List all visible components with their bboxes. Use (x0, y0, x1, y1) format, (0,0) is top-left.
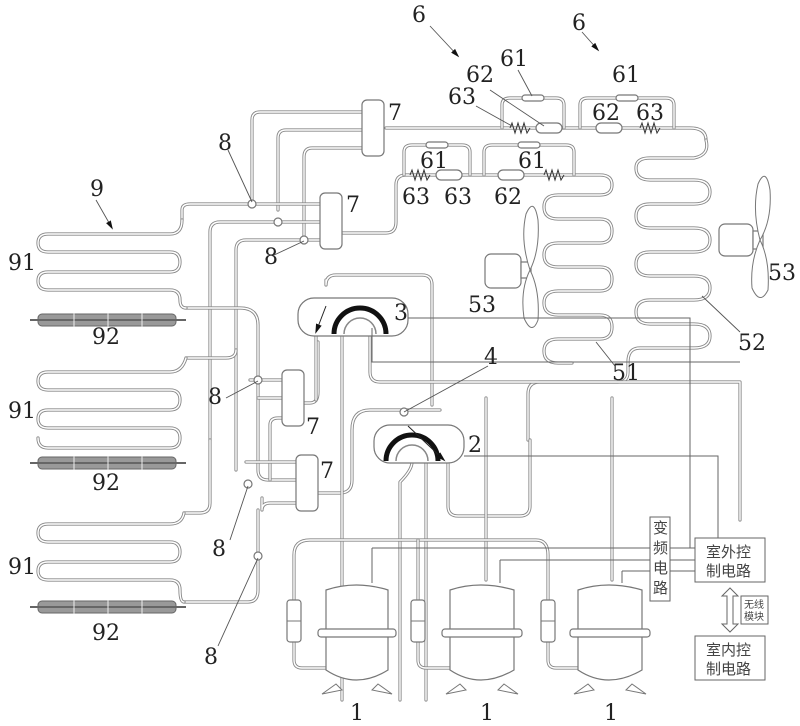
svg-text:91: 91 (8, 251, 36, 276)
svg-text:制电路: 制电路 (706, 660, 751, 678)
svg-text:91: 91 (8, 555, 36, 580)
accumulators (286, 599, 556, 643)
inverter-circuit-block: 变 频 电 路 (649, 516, 671, 602)
control-wires (371, 317, 740, 583)
svg-text:4: 4 (484, 345, 498, 370)
svg-text:7: 7 (320, 459, 334, 484)
valve-pipes (314, 273, 742, 702)
svg-text:91: 91 (8, 399, 36, 424)
svg-text:6: 6 (572, 11, 586, 36)
svg-text:63: 63 (444, 185, 472, 210)
evaporator-coils-91 (36, 218, 188, 604)
indoor-control-block: 室内控 制电路 (694, 635, 766, 681)
wireless-module: 无线 模块 (720, 587, 769, 633)
svg-text:变: 变 (653, 519, 668, 537)
svg-text:2: 2 (468, 433, 482, 458)
svg-text:92: 92 (92, 621, 120, 646)
svg-text:53: 53 (768, 261, 796, 286)
svg-text:制电路: 制电路 (706, 562, 751, 580)
distributor-7 (281, 99, 385, 512)
svg-text:61: 61 (420, 149, 448, 174)
svg-text:92: 92 (92, 325, 120, 350)
svg-text:7: 7 (346, 193, 360, 218)
outdoor-control-block: 室外控 制电路 (694, 537, 766, 583)
svg-text:7: 7 (388, 101, 402, 126)
svg-text:62: 62 (466, 63, 494, 88)
fan-53-left (484, 205, 539, 328)
svg-text:1: 1 (604, 701, 618, 726)
svg-text:无线: 无线 (744, 598, 764, 611)
svg-text:51: 51 (612, 361, 640, 386)
lower-throttle-line (341, 173, 614, 365)
svg-text:频: 频 (653, 539, 668, 557)
svg-text:3: 3 (394, 301, 408, 326)
capillary-61 (425, 94, 639, 149)
svg-text:63: 63 (448, 85, 476, 110)
compressors-1 (317, 584, 651, 695)
svg-text:电: 电 (653, 559, 668, 577)
svg-text:63: 63 (402, 185, 430, 210)
upper-main-line (384, 126, 708, 142)
svg-text:室外控: 室外控 (706, 543, 751, 561)
svg-text:61: 61 (500, 47, 528, 72)
svg-text:模块: 模块 (744, 611, 764, 623)
svg-text:62: 62 (494, 185, 522, 210)
filter-62 (435, 122, 623, 181)
svg-text:61: 61 (518, 149, 546, 174)
svg-text:52: 52 (738, 331, 766, 356)
condenser-coil-52 (526, 138, 712, 442)
svg-text:室内控: 室内控 (706, 641, 751, 659)
svg-text:1: 1 (350, 701, 364, 726)
svg-text:9: 9 (90, 177, 104, 202)
leader-lines (95, 25, 741, 647)
four-way-valve-2 (373, 424, 465, 464)
svg-text:8: 8 (204, 645, 218, 670)
svg-text:路: 路 (653, 579, 668, 597)
spring-63 (409, 121, 661, 182)
svg-text:8: 8 (208, 385, 222, 410)
svg-text:8: 8 (218, 131, 232, 156)
svg-text:92: 92 (92, 471, 120, 496)
compressor-suction-pipes (292, 538, 582, 670)
fan-53-right (718, 175, 771, 298)
four-way-valve-3 (297, 297, 409, 337)
svg-text:61: 61 (612, 63, 640, 88)
svg-text:1: 1 (480, 701, 494, 726)
reference-labels: 6 6 61 61 62 62 63 63 61 61 63 63 62 7 7… (8, 3, 796, 726)
svg-text:6: 6 (412, 3, 426, 28)
heater-bar-92 (30, 313, 186, 614)
svg-text:62: 62 (592, 101, 620, 126)
svg-text:53: 53 (468, 293, 496, 318)
svg-text:8: 8 (264, 245, 278, 270)
svg-text:8: 8 (212, 537, 226, 562)
svg-text:63: 63 (636, 101, 664, 126)
svg-text:7: 7 (306, 415, 320, 440)
